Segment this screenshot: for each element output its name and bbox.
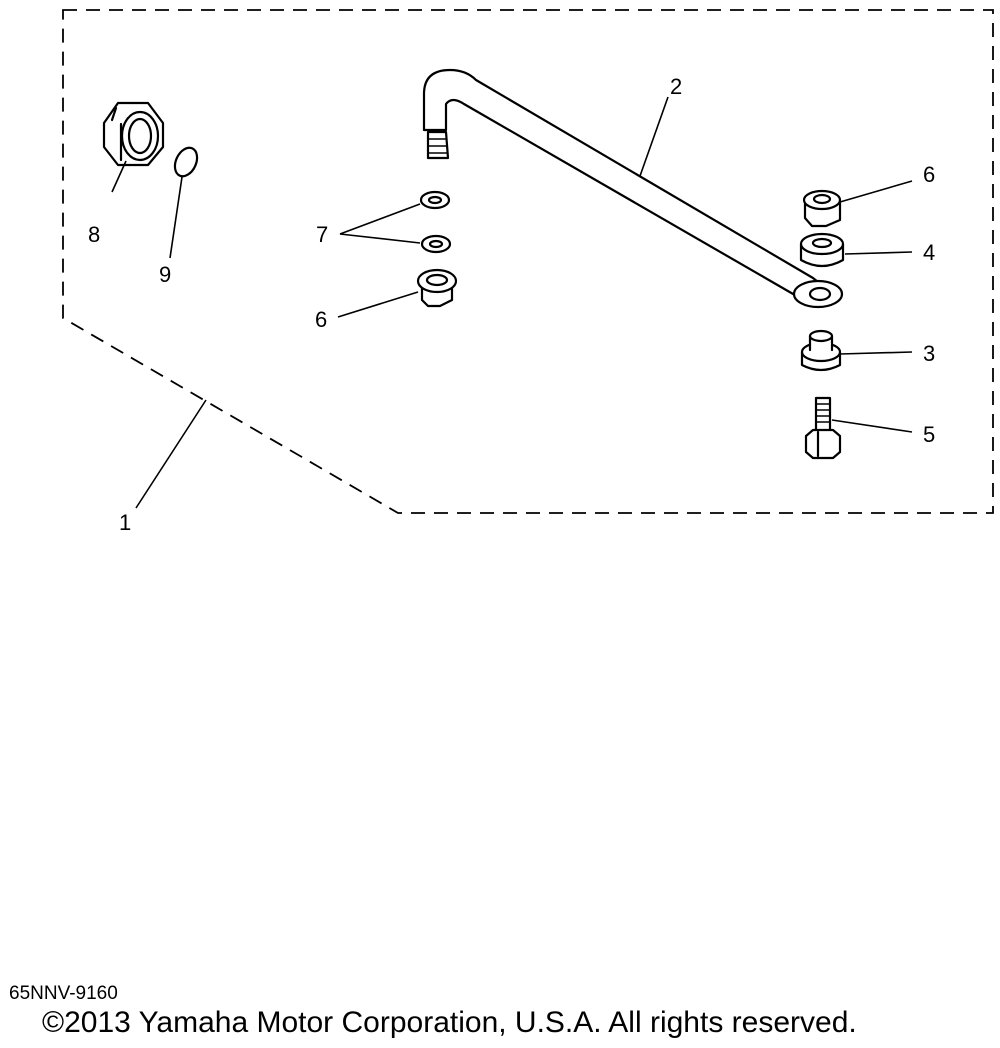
callout-4: 4 [923,240,935,265]
leader-5 [831,419,913,433]
part-9-o-ring [173,146,199,178]
leader-7a [339,203,421,235]
part-6-nut-left [416,268,458,308]
callout-5: 5 [923,422,935,447]
callout-1: 1 [119,510,131,535]
part-7-washers [419,190,452,254]
part-4-bushing [799,232,845,268]
callout-2: 2 [670,74,682,99]
leader-2 [639,96,669,177]
kit-boundary [62,9,994,514]
part-8-fitting [102,101,165,193]
callout-6-right: 6 [923,162,935,187]
leader-6-right [839,180,913,203]
callout-7: 7 [316,222,328,247]
part-3-collar [800,329,842,372]
leader-9 [169,176,183,259]
part-5-bolt [804,396,842,460]
callout-6-left: 6 [315,307,327,332]
callout-3: 3 [923,341,935,366]
part-2-link-rod [422,68,844,309]
drawing-code: 65NNV-9160 [9,983,118,1004]
callout-8: 8 [88,222,100,247]
leader-lines [135,96,913,509]
leader-6-left [337,291,419,318]
leader-3 [839,351,913,355]
copyright-notice: ©2013 Yamaha Motor Corporation, U.S.A. A… [42,1006,857,1039]
leader-1 [135,399,207,509]
leader-7b [339,233,421,244]
part-6-nut-right [802,189,842,228]
callout-9: 9 [159,262,171,287]
leader-4 [844,251,913,255]
